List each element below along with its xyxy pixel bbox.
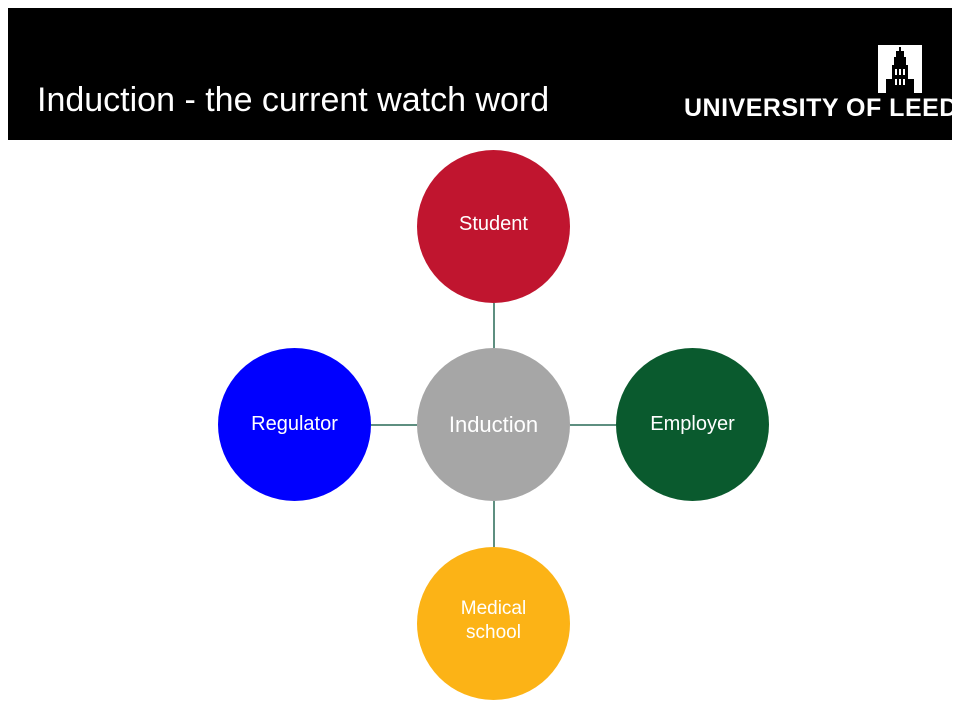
node-student-label: Student bbox=[459, 212, 528, 235]
node-employer-label: Employer bbox=[650, 412, 735, 435]
node-student: Student bbox=[417, 150, 570, 303]
node-induction: Induction bbox=[417, 348, 570, 501]
node-medical-school-label: Medical school bbox=[460, 597, 527, 643]
node-regulator-label: Regulator bbox=[251, 412, 338, 435]
slide-header: Induction - the current watch word UNIV bbox=[8, 8, 960, 140]
university-logo-icon bbox=[878, 45, 922, 93]
connector-student bbox=[493, 303, 495, 348]
node-employer: Employer bbox=[616, 348, 769, 501]
node-regulator: Regulator bbox=[218, 348, 371, 501]
connector-employer bbox=[570, 424, 616, 426]
connector-medical bbox=[493, 501, 495, 547]
connector-regulator bbox=[371, 424, 417, 426]
slide-title: Induction - the current watch word bbox=[37, 81, 550, 119]
node-induction-label: Induction bbox=[448, 411, 539, 437]
university-logo-text: UNIVERSITY OF LEEDS bbox=[684, 94, 960, 122]
node-medical-school: Medical school bbox=[417, 547, 570, 700]
